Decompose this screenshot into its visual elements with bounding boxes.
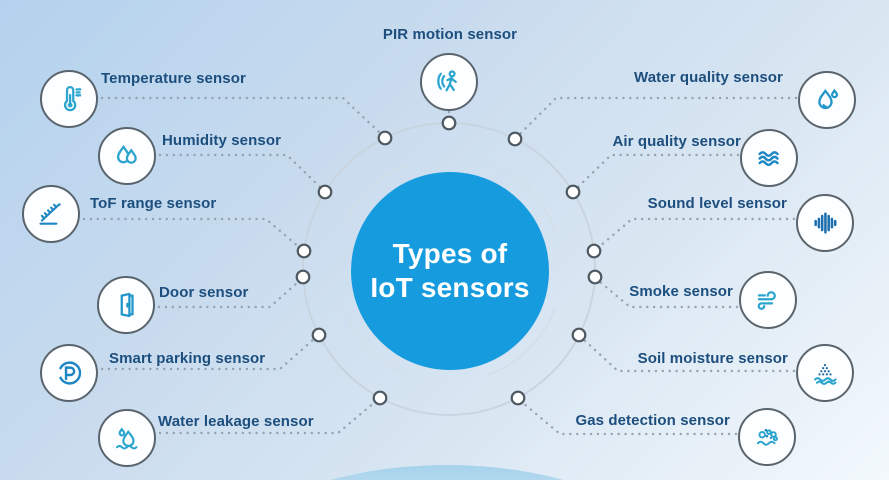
door-sensor-icon-circle (97, 276, 155, 334)
pir-sensor-label: PIR motion sensor (382, 26, 518, 43)
thermometer-icon (63, 86, 82, 112)
sound-sensor-label: Sound level sensor (647, 195, 787, 212)
range-ruler-icon (39, 203, 61, 225)
water-leak-icon (116, 427, 138, 450)
humidity-drops-icon (116, 144, 137, 164)
tof-sensor-icon-circle (22, 185, 80, 243)
connector-water-quality (518, 96, 798, 136)
sound-bars-icon (814, 212, 837, 234)
inner-arc-decorations (342, 162, 556, 376)
connector-tof (82, 217, 301, 249)
bottom-ellipse-decoration (330, 465, 564, 480)
connector-parking (100, 337, 316, 371)
door-icon (120, 292, 134, 318)
center-circle: Types of IoT sensors (351, 172, 549, 370)
water-quality-sensor-label: Water quality sensor (634, 69, 783, 86)
soil-moisture-icon (814, 363, 837, 385)
door-sensor-label: Door sensor (159, 284, 249, 301)
air-quality-sensor-label: Air quality sensor (612, 133, 741, 150)
air-waves-icon (758, 151, 779, 166)
diagram-title: Types of IoT sensors (370, 237, 529, 305)
soil-sensor-label: Soil moisture sensor (637, 350, 788, 367)
connector-air-quality (576, 153, 740, 189)
gas-bubbles-icon (756, 428, 778, 446)
gas-sensor-label: Gas detection sensor (575, 412, 730, 429)
parking-icon (59, 361, 82, 385)
pir-sensor-icon-circle (420, 53, 478, 111)
connector-temperature (100, 96, 382, 135)
water-quality-icon (818, 88, 839, 110)
parking-sensor-label: Smart parking sensor (109, 350, 266, 367)
tof-sensor-label: ToF range sensor (90, 195, 217, 212)
connector-humidity (158, 153, 322, 189)
connector-smoke (598, 280, 739, 309)
connector-sound (597, 217, 796, 249)
pir-motion-icon (437, 70, 457, 92)
connector-gas (521, 401, 738, 436)
leakage-sensor-label: Water leakage sensor (158, 413, 314, 430)
connector-door (157, 280, 300, 309)
air-quality-sensor-icon-circle (740, 129, 798, 187)
temperature-sensor-icon-circle (40, 70, 98, 128)
leakage-sensor-icon-circle (98, 409, 156, 467)
parking-sensor-icon-circle (40, 344, 98, 402)
soil-sensor-icon-circle (796, 344, 854, 402)
diagram-title-line2: IoT sensors (370, 272, 530, 303)
diagram-title-line1: Types of (392, 237, 508, 269)
smoke-wind-icon (757, 291, 776, 310)
smoke-sensor-icon-circle (739, 271, 797, 329)
smoke-sensor-label: Smoke sensor (629, 283, 733, 300)
gas-sensor-icon-circle (738, 408, 796, 466)
water-quality-sensor-icon-circle (798, 71, 856, 129)
humidity-sensor-icon-circle (98, 127, 156, 185)
ring-nodes (295, 115, 603, 406)
temperature-sensor-label: Temperature sensor (101, 70, 246, 87)
humidity-sensor-label: Humidity sensor (162, 132, 282, 149)
dotted-connectors (82, 96, 798, 436)
connector-soil (582, 338, 796, 373)
sound-sensor-icon-circle (796, 194, 854, 252)
